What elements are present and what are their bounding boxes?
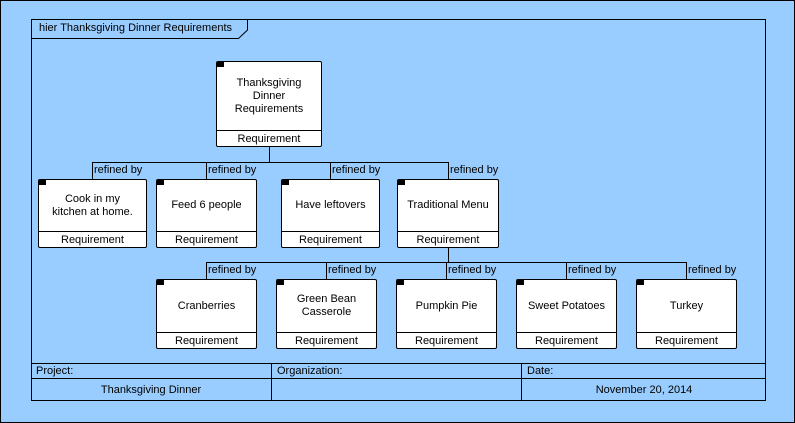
connector-label-refined-by: refined by [568, 264, 617, 276]
requirement-box-cook-in-my-kitchen[interactable]: Cook in my kitchen at home. Requirement [38, 179, 147, 248]
connector-line [330, 162, 331, 179]
requirement-box-sweet-potatoes[interactable]: Sweet Potatoes Requirement [516, 279, 617, 349]
requirement-title: Green Bean Casserole [296, 293, 357, 318]
requirement-corner-icon [517, 280, 524, 285]
connector-line [566, 262, 567, 279]
connector-line [206, 262, 207, 279]
title-block: Project: Thanksgiving Dinner Organizatio… [31, 363, 766, 401]
requirement-box-traditional-menu[interactable]: Traditional Menu Requirement [397, 179, 499, 248]
requirement-box-thanksgiving-dinner-requirements[interactable]: Thanksgiving Dinner Requirements Require… [216, 61, 322, 147]
requirement-stereotype-label: Requirement [282, 231, 379, 247]
connector-line [686, 262, 687, 279]
requirement-title: Sweet Potatoes [527, 299, 606, 312]
requirement-stereotype-label: Requirement [517, 332, 616, 348]
connector-line [92, 162, 93, 179]
connector-line [448, 247, 449, 263]
requirement-box-turkey[interactable]: Turkey Requirement [636, 279, 737, 349]
connector-label-refined-by: refined by [208, 164, 257, 176]
requirement-box-green-bean-casserole[interactable]: Green Bean Casserole Requirement [276, 279, 377, 349]
requirement-corner-icon [397, 280, 404, 285]
requirement-title: Feed 6 people [171, 199, 242, 211]
connector-label-refined-by: refined by [94, 164, 143, 176]
diagram-frame [31, 19, 766, 401]
requirement-stereotype-label: Requirement [397, 332, 496, 348]
requirement-stereotype-label: Requirement [217, 130, 321, 146]
title-block-project-cell: Project: Thanksgiving Dinner [31, 364, 271, 401]
requirement-corner-icon [398, 180, 405, 185]
requirement-box-pumpkin-pie[interactable]: Pumpkin Pie Requirement [396, 279, 497, 349]
connector-label-refined-by: refined by [328, 264, 377, 276]
requirement-corner-icon [157, 280, 164, 285]
date-label: Date: [522, 364, 766, 379]
requirement-corner-icon [157, 180, 164, 185]
connector-line [206, 162, 207, 179]
connector-line [269, 146, 270, 163]
requirement-title: Cranberries [177, 299, 236, 312]
requirement-stereotype-label: Requirement [157, 332, 256, 348]
requirement-box-cranberries[interactable]: Cranberries Requirement [156, 279, 257, 349]
connector-label-refined-by: refined by [332, 164, 381, 176]
requirement-title: Thanksgiving Dinner Requirements [234, 76, 304, 115]
requirement-corner-icon [39, 180, 46, 185]
date-value: November 20, 2014 [595, 384, 693, 396]
requirement-stereotype-label: Requirement [157, 231, 256, 247]
requirement-title: Have leftovers [295, 199, 366, 211]
title-block-date-cell: Date: November 20, 2014 [521, 364, 766, 401]
connector-line [326, 262, 327, 279]
requirement-corner-icon [282, 180, 289, 185]
connector-line [448, 162, 449, 179]
requirement-stereotype-label: Requirement [39, 231, 146, 247]
requirement-stereotype-label: Requirement [637, 332, 736, 348]
requirement-title: Pumpkin Pie [415, 299, 478, 312]
connector-label-refined-by: refined by [448, 264, 497, 276]
project-label: Project: [31, 364, 271, 379]
connector-line [446, 262, 447, 279]
organization-label: Organization: [272, 364, 521, 379]
connector-line [92, 162, 449, 163]
requirement-box-have-leftovers[interactable]: Have leftovers Requirement [281, 179, 380, 248]
requirement-stereotype-label: Requirement [398, 231, 498, 247]
organization-value [272, 380, 521, 400]
title-block-organization-cell: Organization: [271, 364, 521, 401]
frame-tab [31, 19, 248, 39]
connector-label-refined-by: refined by [688, 264, 737, 276]
requirement-corner-icon [277, 280, 284, 285]
frame-tab-label: hier Thanksgiving Dinner Requirements [39, 22, 233, 34]
requirement-title: Cook in my kitchen at home. [52, 192, 133, 218]
requirement-corner-icon [217, 62, 224, 67]
requirement-box-feed-6-people[interactable]: Feed 6 people Requirement [156, 179, 257, 248]
connector-label-refined-by: refined by [450, 164, 499, 176]
project-value: Thanksgiving Dinner [100, 384, 202, 396]
requirement-corner-icon [637, 280, 644, 285]
connector-label-refined-by: refined by [208, 264, 257, 276]
requirement-title: Turkey [669, 299, 704, 312]
requirement-title: Traditional Menu [407, 199, 489, 211]
requirement-stereotype-label: Requirement [277, 332, 376, 348]
